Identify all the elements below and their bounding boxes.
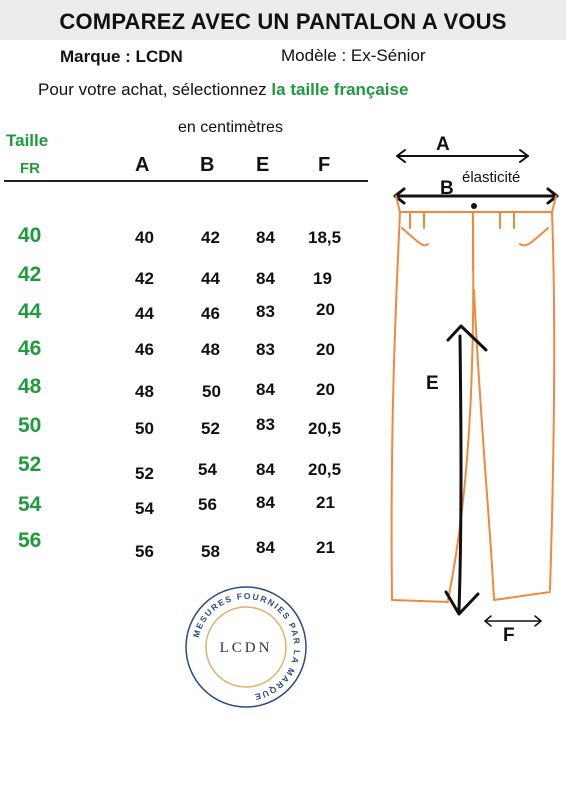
cell-e: 83 <box>256 302 275 321</box>
measure-e-top-arrow <box>446 324 488 352</box>
size-value: 54 <box>18 493 42 516</box>
cell-e: 84 <box>256 380 275 399</box>
size-value: 48 <box>18 375 42 398</box>
cell-a: 46 <box>135 340 154 359</box>
cell-e: 83 <box>256 415 275 434</box>
cell-e: 84 <box>256 493 275 512</box>
size-header-taille: Taille <box>6 131 49 150</box>
column-header-f: F <box>318 154 331 176</box>
cell-b: 58 <box>201 542 220 561</box>
pants-diagram: A B élasticité E F <box>390 134 559 646</box>
measure-a-arrows <box>396 149 529 163</box>
unit-label: en centimètres <box>178 119 283 136</box>
cell-f: 20,5 <box>308 460 342 479</box>
cell-e: 84 <box>256 269 275 288</box>
size-value: 40 <box>18 224 42 247</box>
column-header-b: B <box>200 154 215 176</box>
cell-e: 84 <box>256 460 275 479</box>
cell-a: 42 <box>135 269 154 288</box>
seal-inner-ring <box>205 606 287 688</box>
seal-center-text: LCDN <box>220 640 273 656</box>
instruction-highlight: la taille française <box>271 80 409 99</box>
cell-f: 20 <box>316 380 335 399</box>
cell-b: 48 <box>201 340 220 359</box>
column-header-e: E <box>256 154 270 176</box>
column-header-a: A <box>135 154 150 176</box>
diagram-label-f: F <box>503 625 515 646</box>
instruction-text: Pour votre achat, sélectionnez la taille… <box>38 80 408 100</box>
cell-f: 20 <box>316 340 335 359</box>
cell-a: 50 <box>135 419 154 438</box>
cell-f: 20 <box>316 300 335 319</box>
cell-f: 21 <box>316 493 335 512</box>
size-value: 42 <box>18 263 42 286</box>
cell-b: 42 <box>201 228 220 247</box>
cell-b: 50 <box>202 382 221 401</box>
cell-a: 48 <box>135 382 154 401</box>
cell-f: 18,5 <box>308 228 342 247</box>
cell-a: 44 <box>135 304 154 323</box>
cell-a: 40 <box>135 228 154 247</box>
measure-e-bottom-arrow <box>444 590 480 616</box>
size-value: 52 <box>18 453 42 476</box>
cell-b: 52 <box>201 419 220 438</box>
diagram-label-elasticity: élasticité <box>462 169 520 186</box>
page-title: COMPAREZ AVEC UN PANTALON A VOUS <box>59 9 507 34</box>
size-value: 56 <box>18 529 42 552</box>
cell-e: 83 <box>256 340 275 359</box>
cell-b: 46 <box>201 304 220 323</box>
diagram-label-e: E <box>426 373 439 394</box>
diagram-label-a: A <box>436 134 450 155</box>
cell-a: 54 <box>135 499 154 518</box>
cell-f: 21 <box>316 538 335 557</box>
cell-b: 56 <box>198 495 217 514</box>
diagram-label-b: B <box>440 178 454 199</box>
model-label: Modèle : Ex-Sénior <box>281 46 426 65</box>
measure-f-arrows <box>484 615 542 627</box>
size-value: 44 <box>18 300 42 323</box>
brand-label: Marque : LCDN <box>60 47 183 66</box>
cell-e: 84 <box>256 228 275 247</box>
cell-a: 52 <box>135 464 154 483</box>
cell-f: 20,5 <box>308 419 342 438</box>
size-value: 46 <box>18 337 42 360</box>
cell-b: 54 <box>198 460 217 479</box>
size-value: 50 <box>18 414 42 437</box>
cell-e: 84 <box>256 538 275 557</box>
title-banner <box>0 0 566 40</box>
cell-f: 19 <box>313 269 332 288</box>
instruction-prefix: Pour votre achat, sélectionnez <box>38 80 272 99</box>
cell-a: 56 <box>135 542 154 561</box>
brand-seal: MESURES FOURNIES PAR LA MARQUE LCDN <box>185 586 307 708</box>
pants-outline <box>390 195 557 603</box>
button-dot <box>471 203 477 209</box>
measure-e-line <box>457 334 463 612</box>
size-header-fr: FR <box>20 160 40 177</box>
header-divider <box>4 180 368 182</box>
cell-b: 44 <box>201 269 220 288</box>
